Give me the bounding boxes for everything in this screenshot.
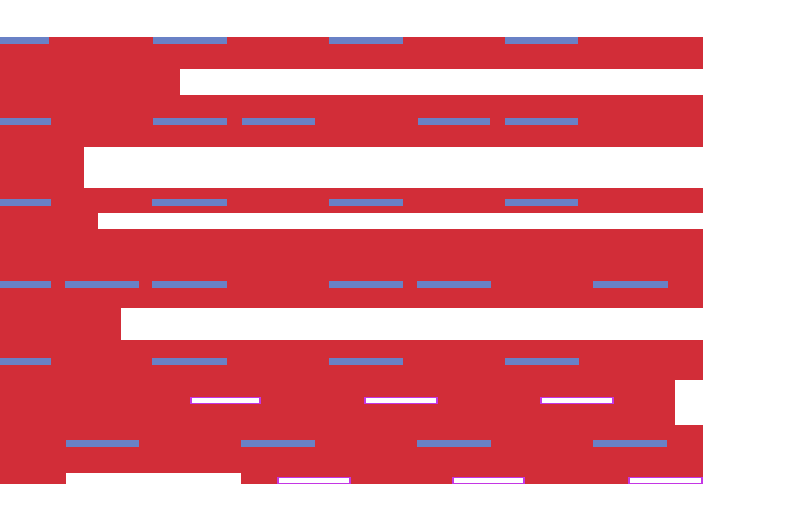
red-text-block [0,229,703,308]
link-bar[interactable] [152,199,227,206]
link-bar[interactable] [0,118,51,125]
link-bar[interactable] [153,118,227,125]
link-bar[interactable] [329,281,403,288]
link-bar[interactable] [417,440,491,447]
red-text-block [0,147,84,188]
link-bar[interactable] [505,118,578,125]
link-bar[interactable] [152,281,227,288]
link-bar[interactable] [329,37,403,44]
link-bar[interactable] [593,281,668,288]
link-bar[interactable] [329,199,403,206]
link-bar[interactable] [505,199,578,206]
red-text-block [0,308,121,340]
highlight-line[interactable] [277,477,351,484]
link-bar[interactable] [0,199,51,206]
link-bar[interactable] [0,37,49,44]
link-bar[interactable] [417,281,491,288]
link-bar[interactable] [0,358,51,365]
link-bar[interactable] [593,440,667,447]
white-gap [675,380,703,425]
link-bar[interactable] [66,440,139,447]
highlight-line[interactable] [452,477,525,484]
link-bar[interactable] [241,440,315,447]
highlight-line[interactable] [364,397,438,404]
link-bar[interactable] [505,37,578,44]
highlight-line[interactable] [190,397,261,404]
link-bar[interactable] [505,358,579,365]
link-bar[interactable] [65,281,139,288]
highlight-line[interactable] [540,397,614,404]
red-text-block [0,95,703,147]
link-bar[interactable] [242,118,315,125]
white-gap [66,473,241,484]
link-bar[interactable] [152,358,227,365]
link-bar[interactable] [153,37,227,44]
link-bar[interactable] [0,281,51,288]
red-text-block [0,213,98,229]
link-bar[interactable] [329,358,403,365]
link-bar[interactable] [418,118,490,125]
red-text-block [0,69,180,95]
highlight-line[interactable] [628,477,703,484]
